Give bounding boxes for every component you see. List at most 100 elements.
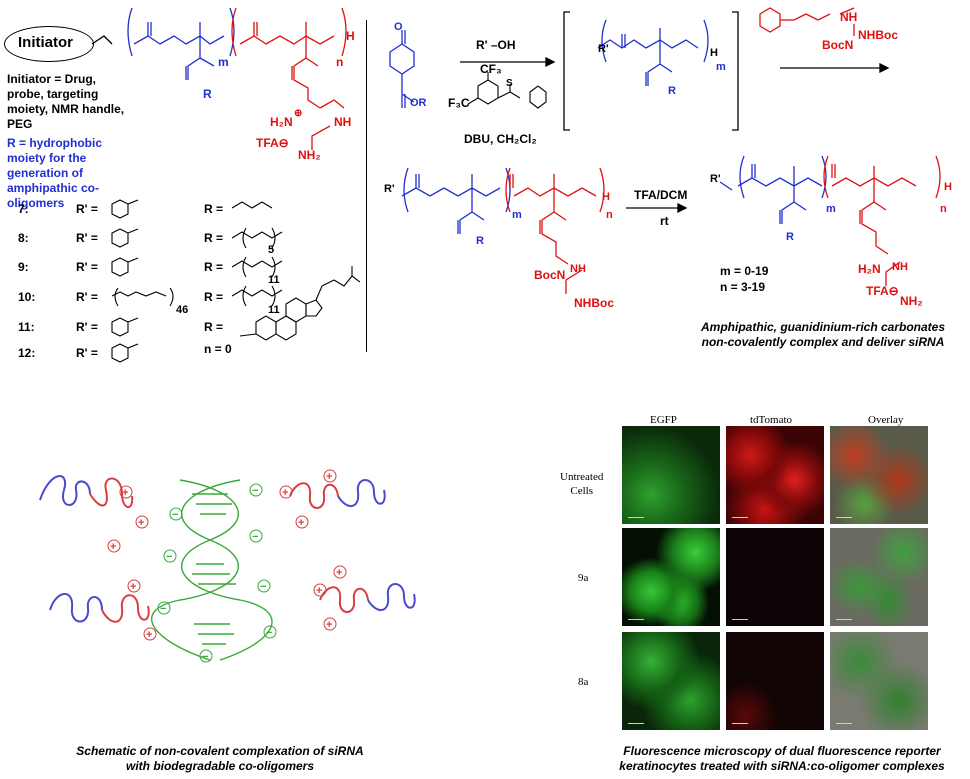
scale-bar [836,619,852,620]
svg-text:NH₂: NH₂ [298,148,321,160]
svg-text:−: − [260,581,266,593]
red-bracket-left [231,7,237,57]
compound-table: 7: R' = R = 8: R' = R = 5 9: R' = R = 11… [0,196,360,366]
micrograph-8a-tdtomato [726,632,824,730]
scale-bar [836,517,852,518]
boc-monomer-nh: NH [840,10,858,24]
r-def-line: moiety for the [7,151,87,165]
blue-bracket-left [127,7,133,57]
r-def-line: generation of [7,166,84,180]
rprime-label: R' = [76,202,98,216]
row-label-8a: 8a [578,676,589,688]
micrograph-untreated-tdtomato [726,426,824,524]
boc-n-label: BocN [822,38,854,52]
scheme-summary: Amphipathic, guanidinium-rich carbonates… [680,320,966,350]
micrograph-8a-overlay [830,632,928,730]
boc-polymer-nhboc: NHBoc [574,296,615,310]
column-header-egfp: EGFP [650,414,677,426]
micrograph-9a-egfp [622,528,720,626]
compound-id: 12: [18,346,36,360]
alkyl-chain-icon [231,285,283,307]
caption-line: keratinocytes treated with siRNA:co-olig… [619,759,945,773]
co-oligomer [319,583,416,613]
svg-text:m: m [512,209,522,221]
svg-text:H: H [710,47,718,59]
chain-subscript: 11 [268,304,280,316]
polymer-structure-svg: m n H R NH H₂N NH₂ ⊕ [91,7,355,160]
tfa-label: TFA⊖ [256,136,289,150]
peg-subscript: 46 [176,304,189,316]
final-tfa: TFA⊖ [866,284,899,298]
red-guanidine-chain [319,99,345,109]
svg-text:+: + [326,619,332,631]
r-def-line: amphipathic co- [7,181,100,195]
cholesterol-icon [239,266,360,341]
initiator-def-line: probe, targeting [7,87,99,101]
row-label-9a: 9a [578,572,589,584]
cyclic-carbonate-monomer [389,30,415,108]
svg-text:+: + [336,567,342,579]
schematic-caption: Schematic of non-covalent complexation o… [30,744,410,774]
initiator-def-line: Initiator = Drug, [7,72,97,86]
summary-line: Amphipathic, guanidinium-rich carbonates [700,320,946,334]
range-m: m = 0-19 [720,264,769,278]
svg-text:n: n [606,209,613,221]
benzyl-icon [111,343,139,363]
n-zero-label: n = 0 [204,342,232,356]
svg-text:NH: NH [570,263,586,275]
benzyl-icon [111,199,139,219]
svg-text:H₂N: H₂N [270,115,293,129]
final-nh2: NH₂ [900,294,923,308]
svg-text:R: R [476,235,484,247]
chain-subscript: 11 [268,274,280,286]
scheme-svg: O OR R' H m R R' m n H R NH R' m n H R N… [384,7,952,294]
compound-id: 10: [18,290,36,304]
svg-text:+: + [282,487,288,499]
row-label-line: Untreated [560,471,604,483]
r-label: R = [204,260,224,274]
negative-charge-icon: − − − − − − − − [157,483,277,663]
r-def-line: oligomers [7,196,65,210]
r-label: R = [204,231,224,245]
positive-charge-icon: + + + + + + + + + + + [107,469,347,641]
blue-ester [187,36,201,80]
peg-chain-icon [111,287,174,307]
micrograph-untreated-overlay [830,426,928,524]
red-ester [293,36,321,109]
r-def-line: R = hydrophobic [7,136,103,150]
blue-m: m [218,55,229,69]
scale-bar [628,723,644,724]
range-n: n = 3-19 [720,280,766,294]
initiator-def-line: PEG [7,117,33,131]
intermediate-bracket-left [563,11,570,131]
compound-id: 11: [18,320,35,334]
alkyl-chain-icon [231,227,283,249]
boc-protected-copolymer [401,167,511,234]
catalyst-cf3-top: CF₃ [480,62,502,76]
initiator-linker [91,35,113,45]
micrograph-untreated-egfp [622,426,720,524]
svg-text:−: − [252,531,258,543]
svg-text:R': R' [384,183,395,195]
micrograph-9a-tdtomato [726,528,824,626]
row-label-line: Cells [570,485,593,497]
final-copolymer [719,155,827,224]
chain-subscript: 5 [268,244,275,256]
caption-line: Fluorescence microscopy of dual fluoresc… [623,744,941,758]
substituent-structures [111,199,360,363]
final-h2n: H₂N [858,262,881,276]
rprime-label: R' = [76,346,98,360]
scale-bar [836,723,852,724]
benzyl-icon [111,228,139,248]
svg-text:⊕: ⊕ [294,108,302,119]
rprime-label: R' = [76,320,98,334]
micrograph-8a-egfp [622,632,720,730]
svg-text:NH: NH [892,261,908,273]
intermediate-bracket-right [732,11,739,131]
svg-text:R': R' [710,173,721,185]
rprime-label: R' = [76,260,98,274]
svg-text:−: − [202,651,208,663]
micrograph-9a-overlay [830,528,928,626]
svg-text:+: + [110,541,116,553]
